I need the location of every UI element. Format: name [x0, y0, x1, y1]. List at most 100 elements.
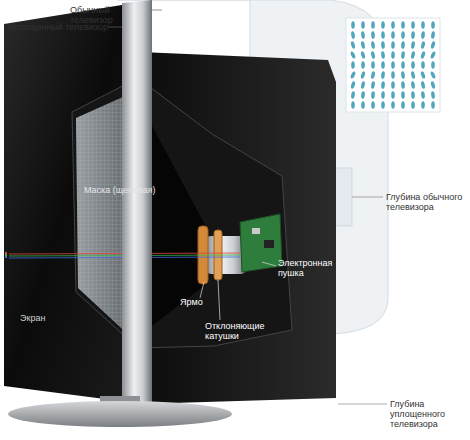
part-label: Глубина обычного телевизора — [386, 192, 470, 212]
mask-dots — [350, 21, 436, 109]
mask-dot — [411, 31, 415, 39]
mask-dot — [381, 101, 385, 109]
mask-dot — [411, 41, 416, 49]
mask-dot — [351, 31, 356, 39]
mask-dot — [350, 71, 356, 79]
mask-dot — [401, 91, 405, 99]
mask-dot — [431, 91, 436, 99]
mask-dot — [431, 31, 436, 39]
mask-dot — [391, 81, 395, 89]
mask-dot — [420, 81, 425, 89]
mask-dot — [401, 101, 405, 109]
phosphor-dot — [5, 252, 7, 254]
part-label: Электронная пушка — [278, 258, 336, 278]
part-label: Отклоняющие катушки — [205, 321, 285, 341]
phosphor-dot — [5, 254, 7, 256]
electron-gun-board — [240, 214, 282, 272]
mask-dot — [360, 51, 366, 59]
mask-dot — [410, 71, 415, 79]
mask-dot — [430, 71, 436, 79]
mask-dot — [381, 71, 385, 79]
mask-dot — [360, 41, 365, 49]
mask-dot — [411, 81, 416, 89]
mask-dot — [361, 21, 365, 29]
mask-dot — [430, 41, 436, 49]
mask-dot — [370, 51, 375, 59]
mask-dot — [381, 91, 385, 99]
leader-line — [200, 282, 204, 298]
part-label: Маска (щелевая) — [84, 185, 164, 195]
mask-dot — [381, 81, 385, 89]
bezel-strip — [122, 0, 152, 406]
stand-base — [8, 401, 232, 427]
mask-dot — [371, 61, 375, 69]
mask-dot — [371, 91, 375, 99]
mask-dot — [401, 81, 405, 89]
mask-dot — [381, 61, 385, 69]
phosphor-dot — [5, 256, 7, 258]
mask-dot — [371, 81, 376, 89]
mask-dot — [371, 21, 375, 29]
mask-dot — [431, 21, 435, 29]
mask-dot — [381, 31, 385, 39]
mask-dot — [351, 101, 355, 109]
mask-dot — [401, 41, 405, 49]
mask-dot — [371, 41, 376, 49]
mask-dot — [360, 81, 365, 89]
mask-inset — [346, 18, 440, 112]
mask-dot — [411, 61, 415, 69]
mask-dot — [421, 21, 425, 29]
cutaway — [72, 78, 292, 348]
mask-dot — [371, 31, 375, 39]
mask-dot — [430, 51, 436, 59]
mask-dot — [391, 61, 395, 69]
mask-dot — [421, 101, 425, 109]
mask-dot — [420, 51, 426, 59]
mask-dot — [420, 41, 425, 49]
mask-dot — [361, 91, 365, 99]
part-label: Экран — [20, 313, 70, 323]
mask-dot — [411, 21, 415, 29]
mask-dot — [420, 71, 426, 79]
leader-line — [150, 10, 162, 11]
mask-dot — [351, 61, 355, 69]
leader-line — [338, 404, 387, 405]
mask-dot — [401, 61, 405, 69]
mask-dot — [381, 21, 385, 29]
mask-dot — [370, 71, 375, 79]
mask-dot — [391, 41, 395, 49]
mask-dot — [391, 51, 395, 59]
mask-dot — [371, 101, 375, 109]
mask-dot — [401, 21, 405, 29]
mask-dot — [381, 51, 385, 59]
mask-dot — [351, 21, 355, 29]
leader-line — [262, 262, 276, 266]
mask-dot — [360, 71, 366, 79]
mask-dot — [421, 31, 425, 39]
board-part — [264, 240, 274, 248]
mask-dot — [351, 91, 356, 99]
mask-dot — [410, 51, 415, 59]
part-label: Уплощенный телевизор — [4, 22, 108, 32]
mask-dot — [350, 51, 356, 59]
mask-dot — [391, 21, 395, 29]
mask-dot — [431, 101, 435, 109]
leader-line — [352, 197, 383, 198]
mask-dot — [401, 71, 405, 79]
leader-line — [108, 27, 122, 28]
mask-dot — [431, 61, 435, 69]
mask-dot — [361, 61, 365, 69]
mask-dot — [381, 41, 385, 49]
mask-dot — [421, 61, 425, 69]
mask-dot — [361, 31, 365, 39]
mask-dot — [401, 31, 405, 39]
board-part — [252, 228, 260, 234]
mask-dot — [430, 81, 436, 89]
leader-line — [218, 280, 220, 320]
mask-dot — [391, 71, 395, 79]
mask-dot — [391, 31, 395, 39]
mask-dot — [391, 101, 395, 109]
mask-dot — [401, 51, 405, 59]
